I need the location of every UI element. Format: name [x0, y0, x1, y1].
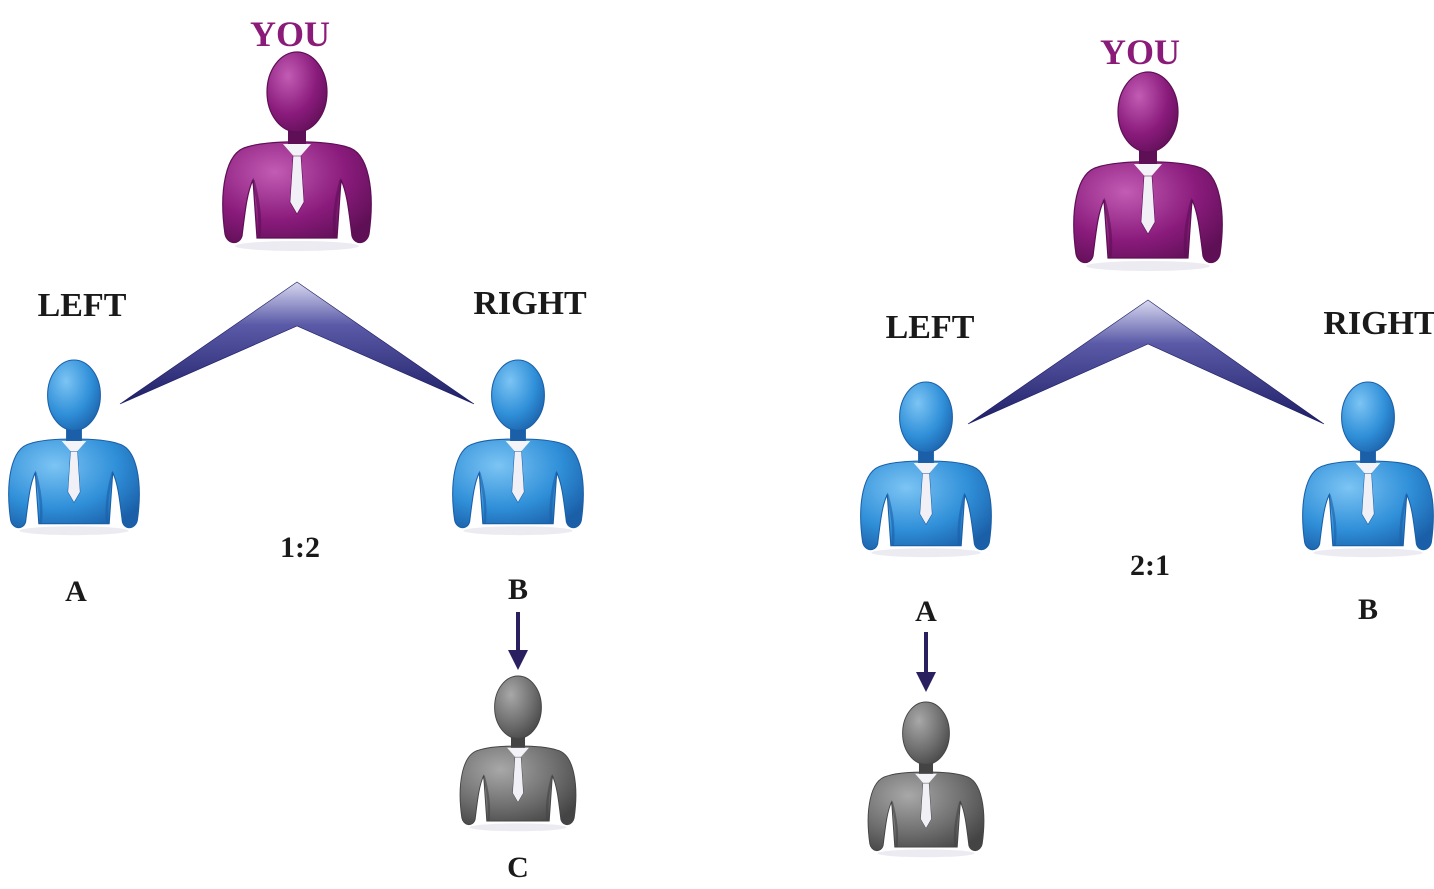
right-label: RIGHT: [1323, 305, 1434, 342]
member-b-figure: [452, 359, 584, 536]
left-label: LEFT: [885, 309, 975, 346]
you-label: YOU: [1100, 32, 1180, 72]
member-b-label: B: [507, 573, 529, 606]
member-a-label: A: [65, 575, 87, 608]
you-figure: [1073, 71, 1223, 271]
you-figure: [222, 51, 372, 251]
you-label: YOU: [250, 14, 330, 54]
member-c-label: C: [507, 851, 529, 884]
ratio-label: 1:2: [280, 531, 320, 564]
right-label: RIGHT: [473, 285, 587, 322]
member-b-figure: [1302, 381, 1434, 558]
member-a-label: A: [915, 595, 937, 628]
downline-figure: [867, 701, 985, 858]
left-right-connector: [119, 281, 475, 405]
member-a-figure: [860, 381, 992, 558]
left-right-connector: [967, 299, 1325, 425]
member-a-figure: [8, 359, 140, 536]
member-c-figure: [459, 675, 577, 832]
left-label: LEFT: [37, 287, 127, 324]
member-b-label: B: [1357, 593, 1379, 626]
ratio-label: 2:1: [1130, 549, 1170, 582]
